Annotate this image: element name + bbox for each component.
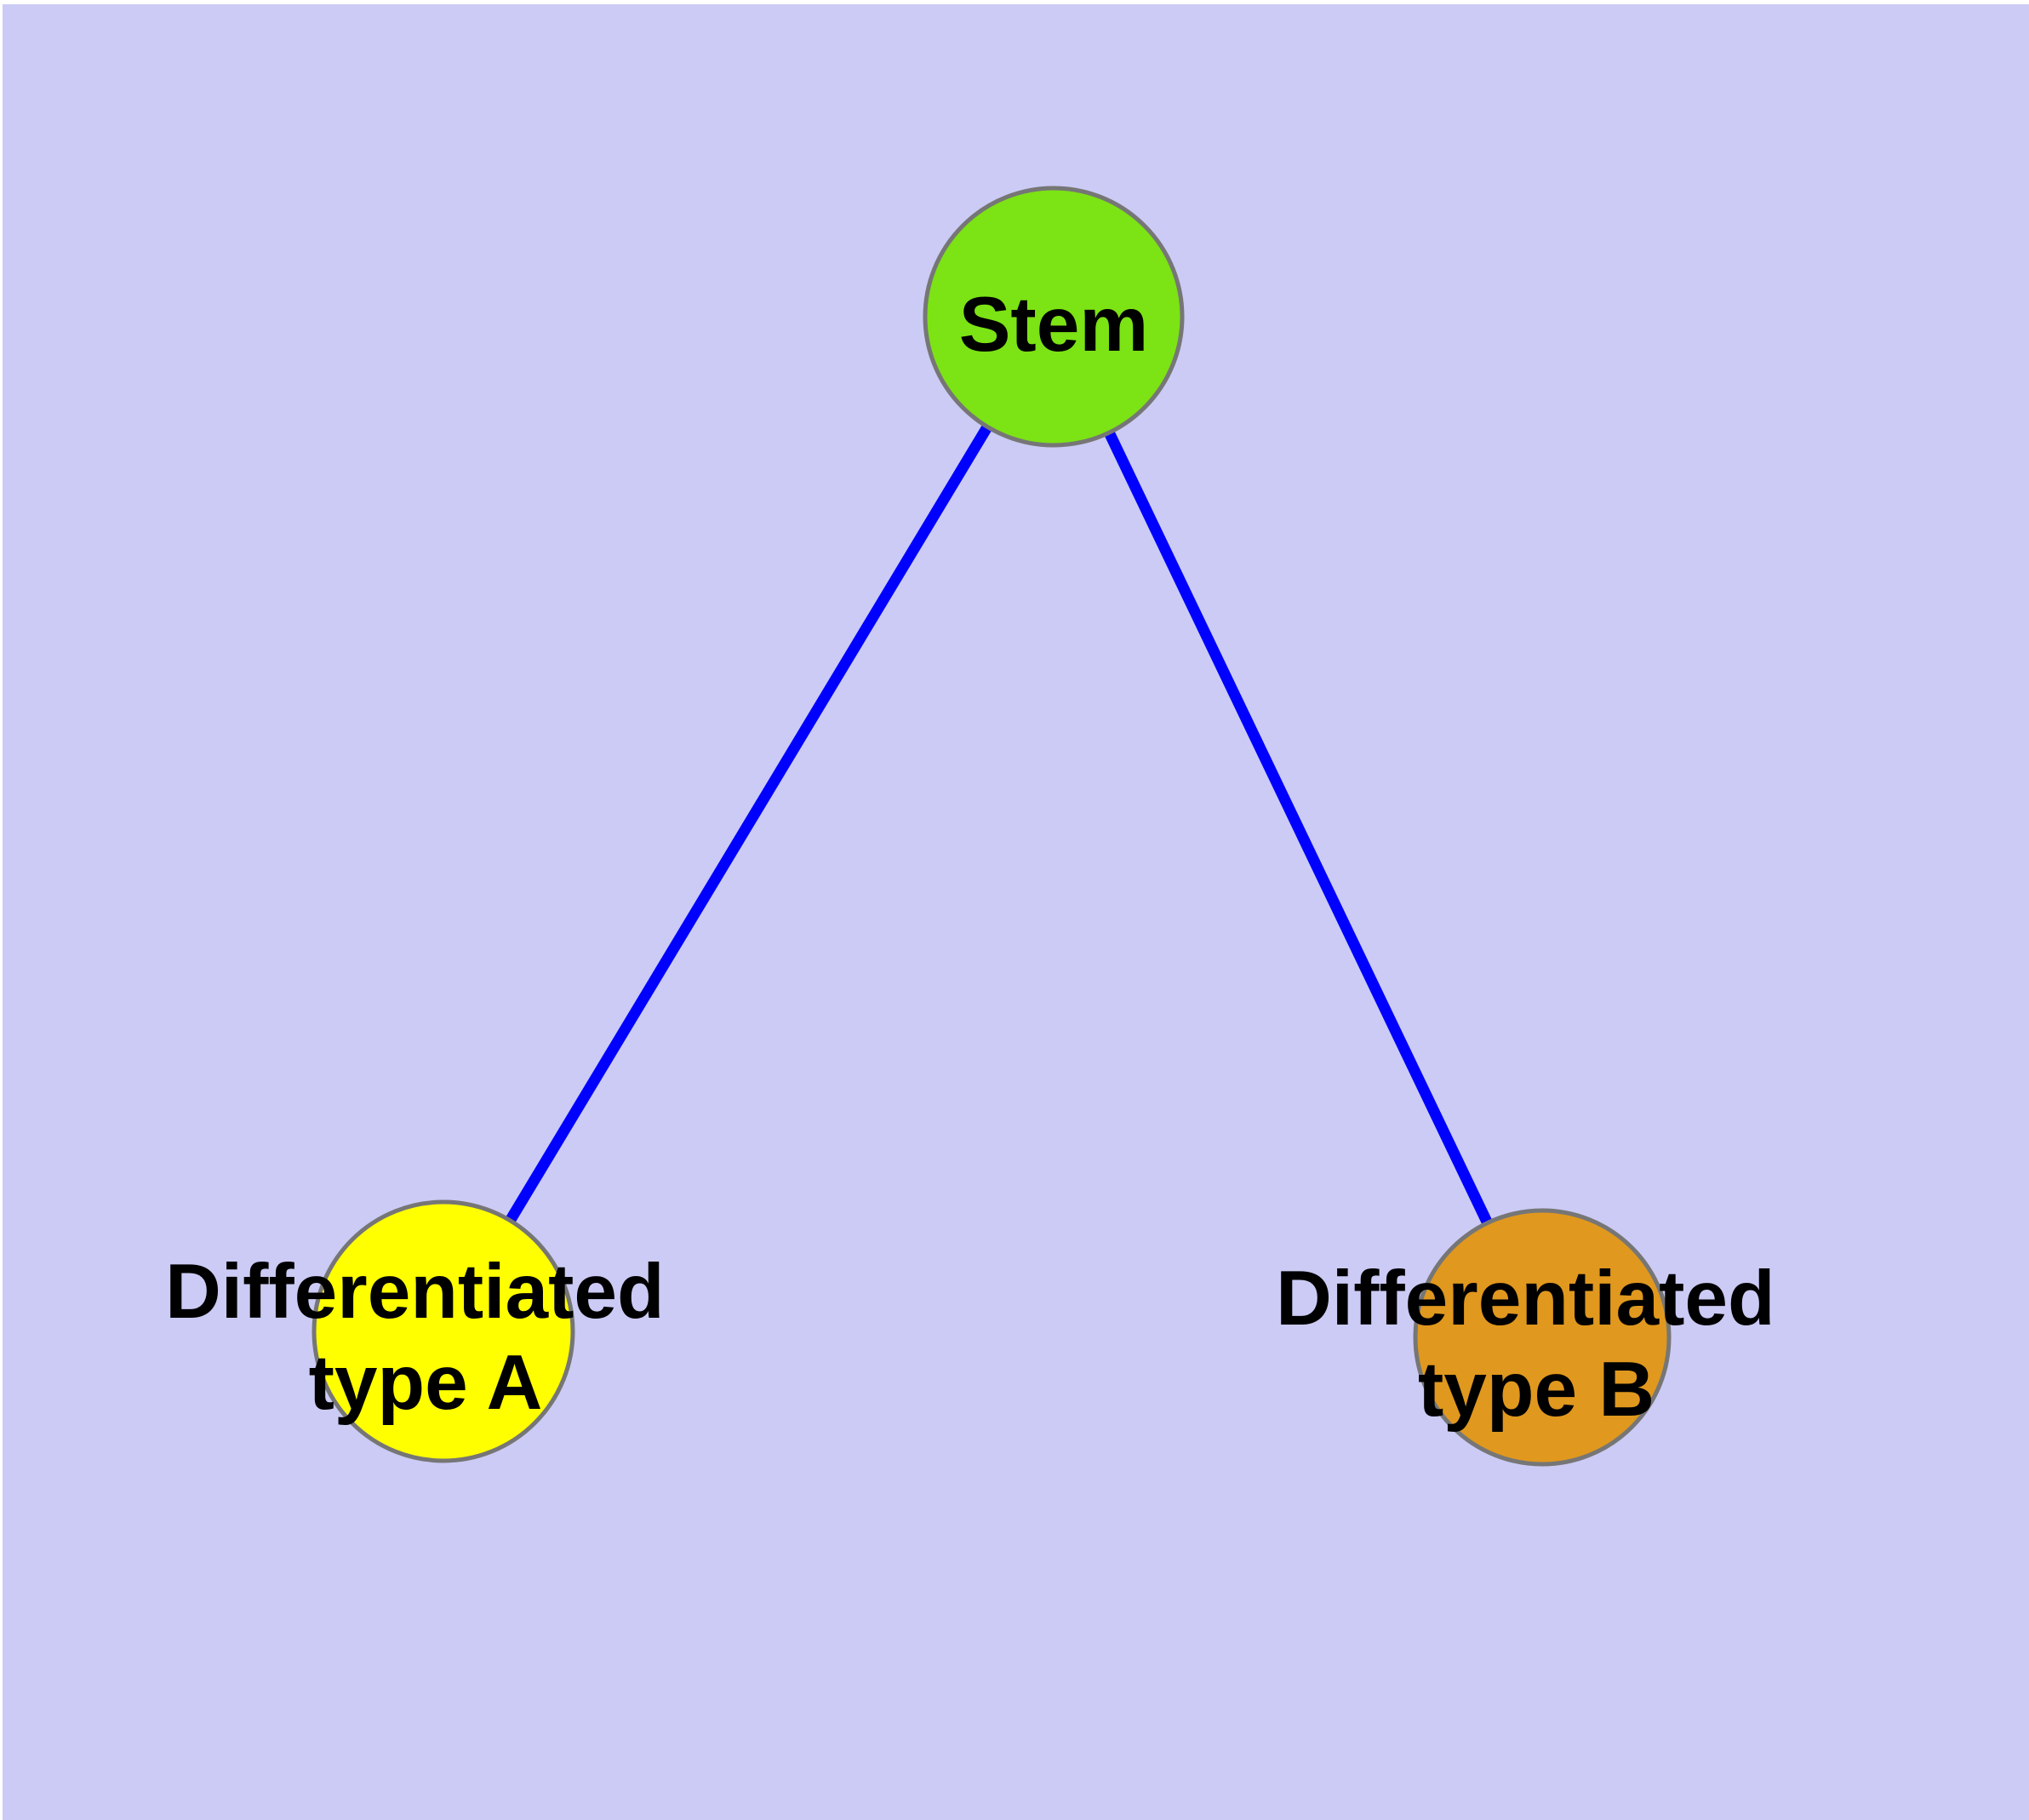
- node-type-a-circle: [311, 1199, 575, 1463]
- node-stem-circle: [923, 186, 1185, 448]
- edge-stem-to-type-a: [438, 313, 1059, 1335]
- node-type-b-circle: [1413, 1208, 1672, 1467]
- edge-stem-to-type-b: [1049, 314, 1547, 1340]
- node-type-b-label: Differentiated type B: [1276, 1256, 1797, 1433]
- node-stem-label-line: Stem: [959, 282, 1149, 368]
- node-type-a-label-line-1: Differentiated: [165, 1249, 665, 1335]
- node-type-a-label: Differentiated type A: [165, 1249, 686, 1426]
- node-stem-label: Stem: [959, 282, 1149, 368]
- node-type-a-label-line-2: type A: [309, 1340, 543, 1426]
- node-type-b-label-line-1: Differentiated: [1276, 1256, 1775, 1342]
- node-type-b-label-line-2: type B: [1418, 1347, 1655, 1433]
